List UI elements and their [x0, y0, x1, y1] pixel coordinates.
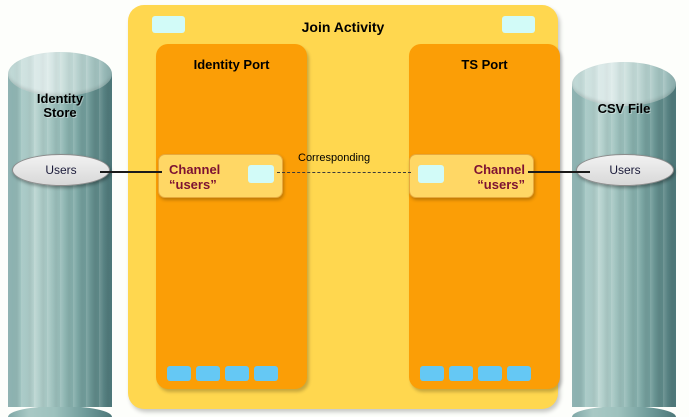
identity-port-chip-1[interactable]	[167, 366, 191, 381]
identity-store-label: Identity Store	[8, 92, 112, 120]
identity-port-title: Identity Port	[193, 57, 270, 72]
identity-channel-tab-icon[interactable]	[248, 165, 274, 183]
join-activity-title: Join Activity	[301, 19, 385, 35]
identity-port-chip-3[interactable]	[225, 366, 249, 381]
ts-channel-line2: “users”	[477, 177, 525, 192]
identity-port-box[interactable]: Identity Port Channel “users”	[156, 44, 307, 389]
ts-port-chip-2[interactable]	[449, 366, 473, 381]
ts-channel-tab-icon[interactable]	[418, 165, 444, 183]
cylinder-bottom-shadow	[8, 406, 112, 417]
identity-channel-line1: Channel	[169, 162, 221, 177]
ts-channel-line1: Channel	[473, 162, 525, 177]
identity-channel-line2: “users”	[169, 177, 217, 192]
ts-channel-to-csv-wire	[528, 171, 590, 173]
identity-port-chip-4[interactable]	[254, 366, 278, 381]
ts-port-chip-1[interactable]	[420, 366, 444, 381]
activity-tab-left-icon[interactable]	[152, 16, 185, 33]
activity-tab-right-icon[interactable]	[502, 16, 535, 33]
ts-port-title: TS Port	[461, 57, 508, 72]
csv-file-table-label: Users	[609, 163, 641, 177]
identity-store-cylinder[interactable]: Identity Store Users	[8, 52, 112, 417]
cylinder-top-ellipse	[8, 52, 112, 96]
cylinder-bottom-shadow	[572, 406, 676, 417]
csv-file-cylinder[interactable]: CSV File Users	[572, 62, 676, 417]
identity-port-chip-2[interactable]	[196, 366, 220, 381]
corresponding-dashed-line	[277, 172, 411, 173]
ts-port-chip-3[interactable]	[478, 366, 502, 381]
csv-file-label: CSV File	[572, 102, 676, 116]
identity-port-channel-users[interactable]: Channel “users”	[158, 154, 283, 198]
ts-port-channel-users[interactable]: Channel “users”	[409, 154, 534, 198]
ts-port-chip-4[interactable]	[507, 366, 531, 381]
cylinder-body	[8, 74, 112, 407]
csv-file-label-line1: CSV File	[597, 101, 651, 116]
cylinder-body	[572, 84, 676, 407]
ts-port-box[interactable]: TS Port Channel “users”	[409, 44, 560, 389]
identity-channel-label: Channel “users”	[169, 162, 220, 192]
identity-store-table-users[interactable]: Users	[12, 154, 110, 186]
join-activity-container[interactable]: Join Activity Identity Port Channel “use…	[128, 5, 560, 409]
corresponding-label: Corresponding	[298, 152, 371, 164]
identity-store-to-channel-wire	[100, 171, 162, 173]
identity-store-table-label: Users	[45, 163, 77, 177]
csv-file-table-users[interactable]: Users	[576, 154, 674, 186]
identity-store-label-line1: Identity	[36, 91, 84, 106]
ts-channel-label: Channel “users”	[474, 162, 525, 192]
cylinder-top-ellipse	[572, 62, 676, 106]
identity-store-label-line2: Store	[43, 105, 77, 120]
